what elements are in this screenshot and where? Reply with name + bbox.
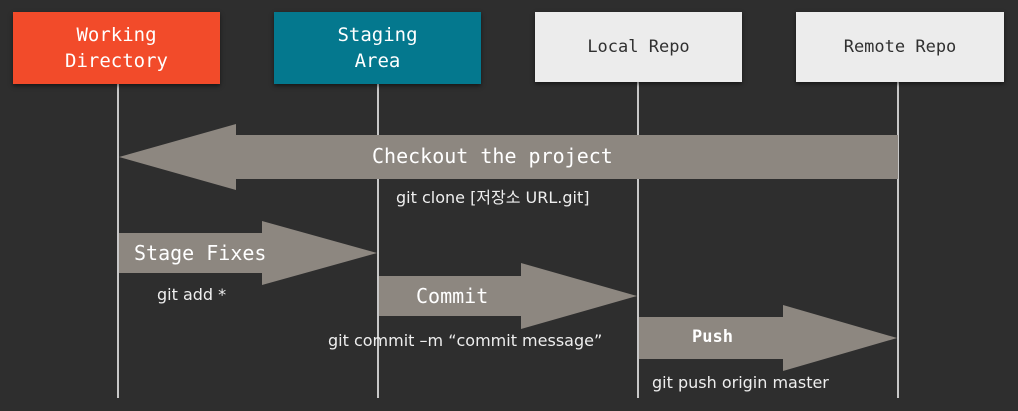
push-arrow xyxy=(639,305,897,371)
local-repo-box: Local Repo xyxy=(535,12,742,82)
stage-arrow xyxy=(119,221,377,285)
checkout-label: Checkout the project xyxy=(372,144,613,168)
staging-area-box: Staging Area xyxy=(274,12,481,84)
working-directory-label-line1: Working xyxy=(76,24,157,46)
staging-area-label-line2: Area xyxy=(354,50,401,72)
checkout-arrow xyxy=(119,124,898,190)
push-label: Push xyxy=(692,327,733,347)
working-directory-label-line2: Directory xyxy=(65,50,168,72)
git-add-command: git add * xyxy=(157,285,227,304)
staging-area-label-line1: Staging xyxy=(337,24,418,46)
commit-label: Commit xyxy=(416,284,489,308)
git-commit-command: git commit –m “commit message” xyxy=(328,331,603,350)
commit-arrow xyxy=(379,263,637,329)
remote-repo-box: Remote Repo xyxy=(796,12,1004,82)
stage-fixes-label: Stage Fixes xyxy=(134,241,267,265)
local-repo-label: Local Repo xyxy=(587,37,690,57)
git-clone-command: git clone [저장소 URL.git] xyxy=(396,188,590,207)
git-push-command: git push origin master xyxy=(652,373,829,392)
working-directory-box: Working Directory xyxy=(13,12,220,84)
remote-repo-label: Remote Repo xyxy=(843,37,957,57)
